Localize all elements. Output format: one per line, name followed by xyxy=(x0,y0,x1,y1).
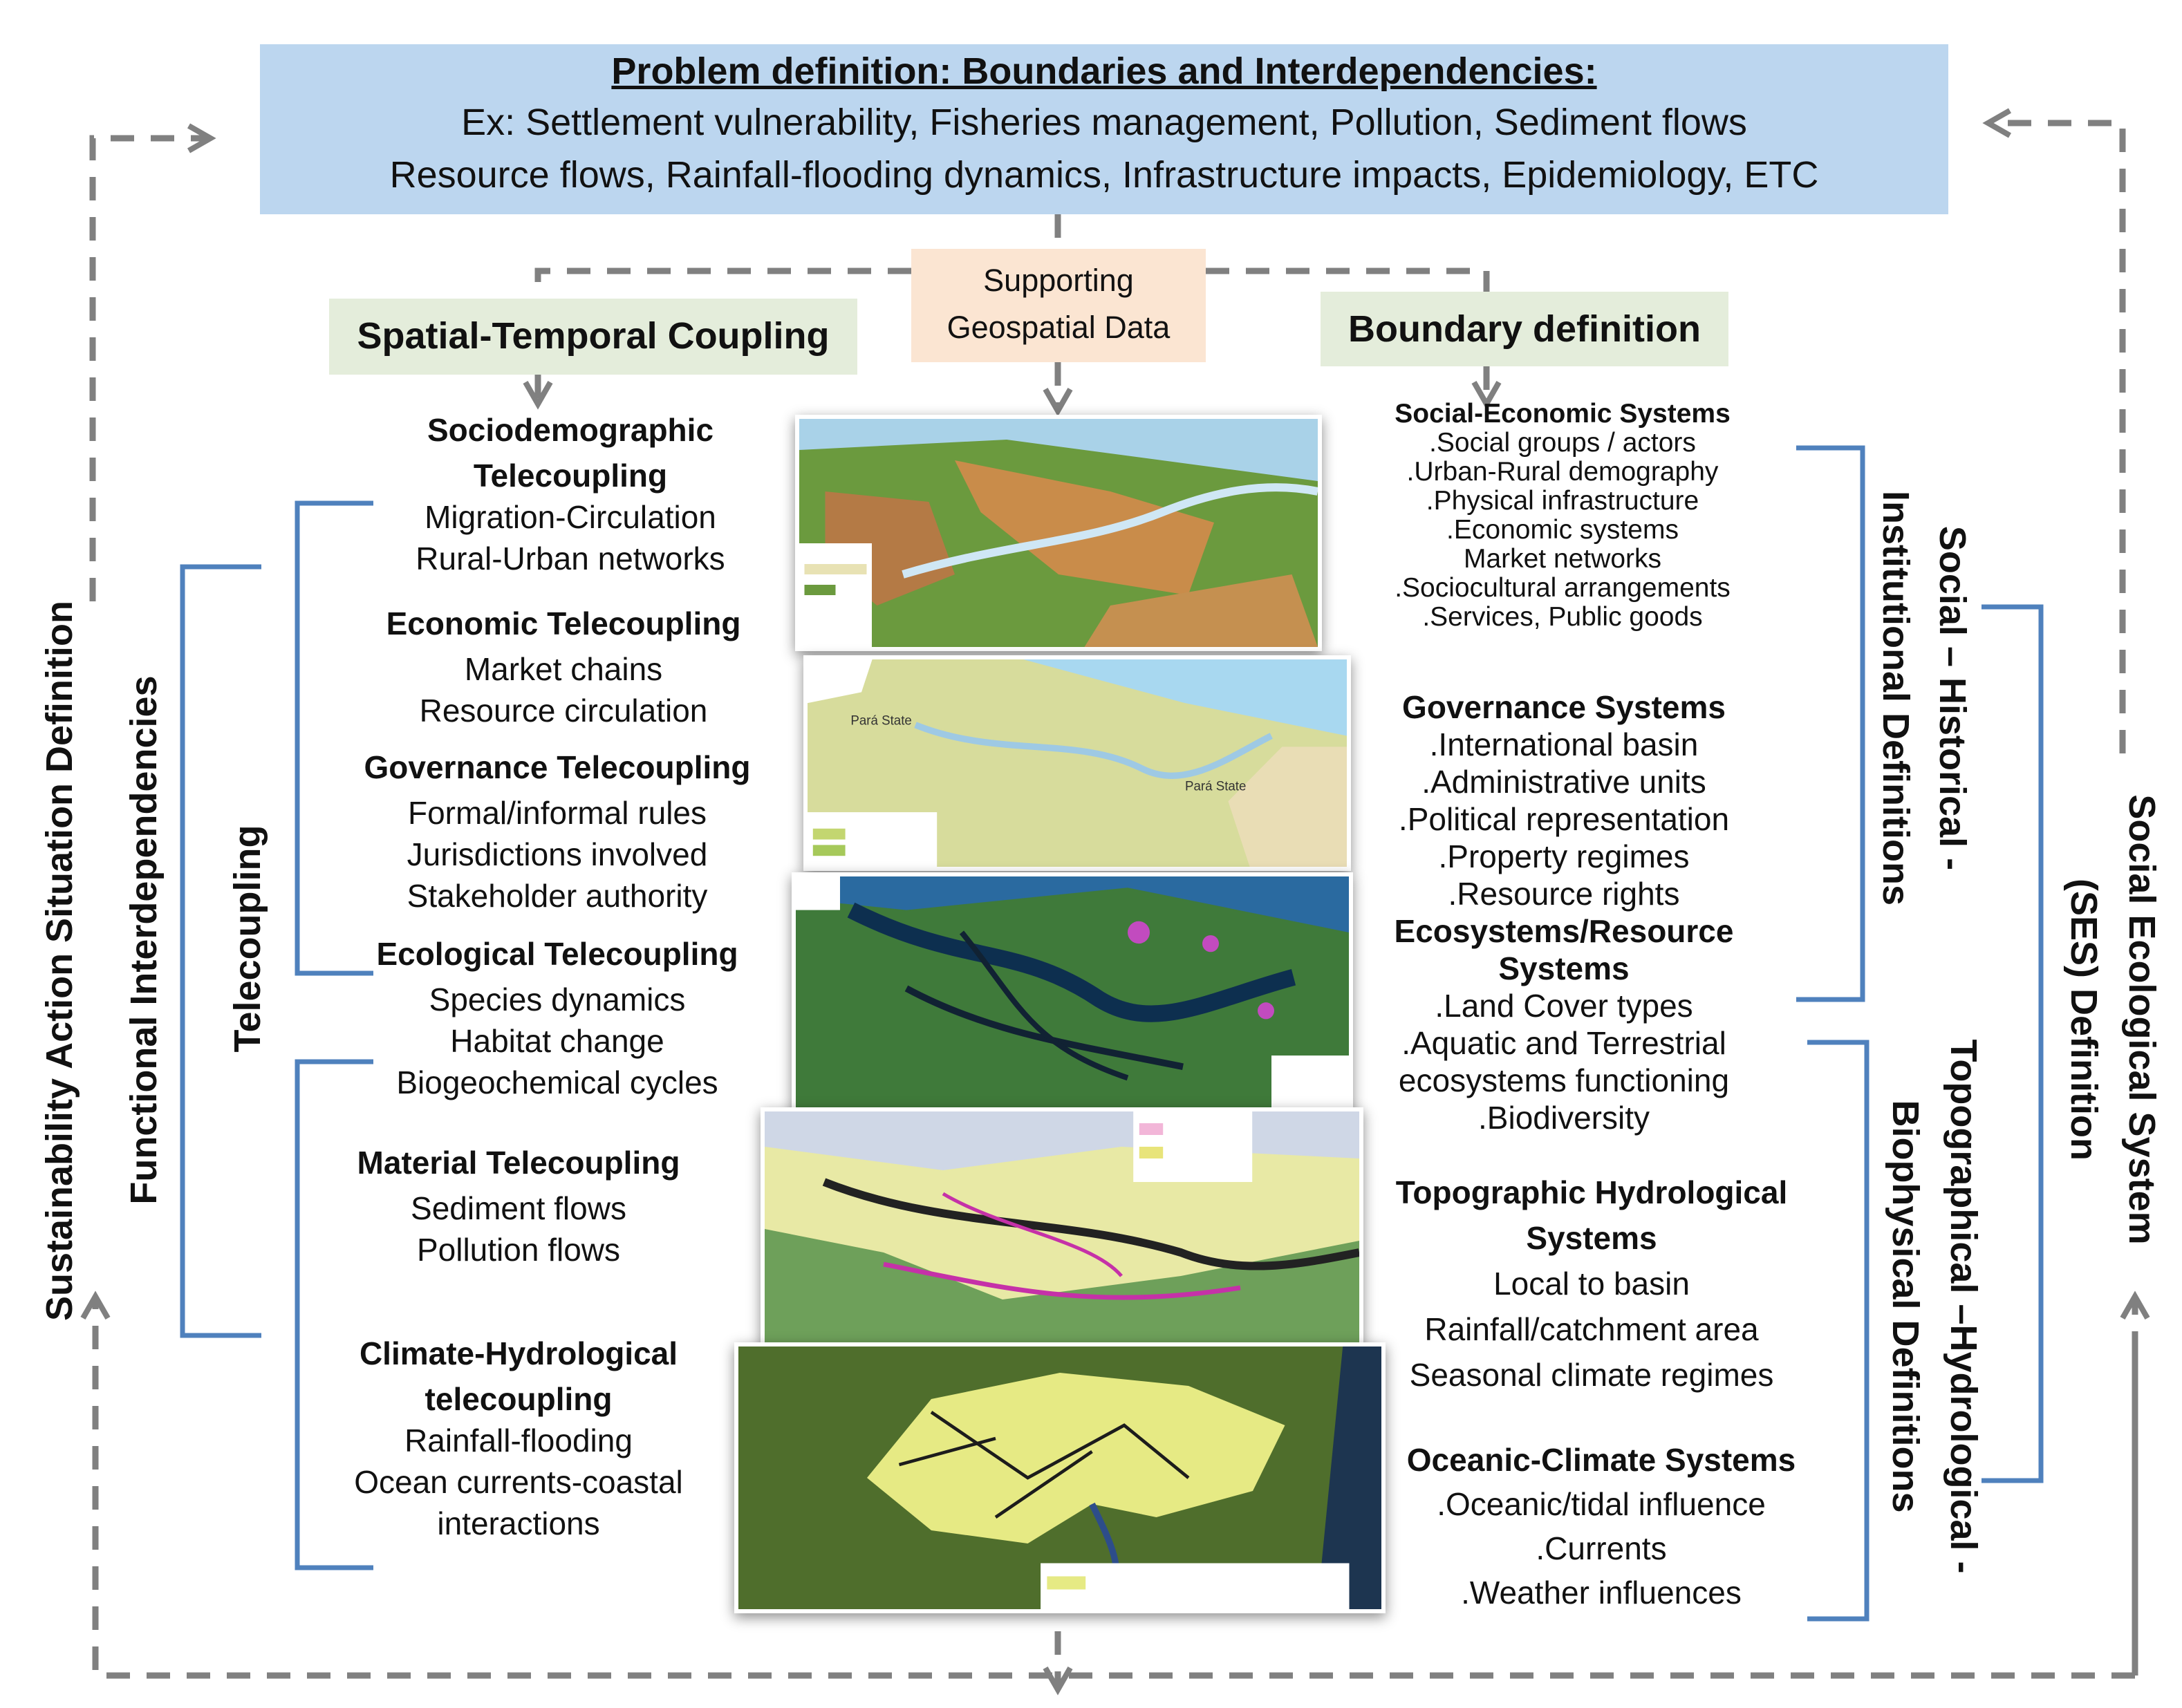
gov-line-1: .International basin xyxy=(1429,726,1699,762)
ses-line-5: Market networks xyxy=(1463,544,1662,574)
ses-line-3: .Physical infrastructure xyxy=(1426,486,1699,516)
split-left xyxy=(534,268,911,299)
gov-line-2: .Administrative units xyxy=(1421,764,1706,800)
sociodemographic-telecoupling: Sociodemographic Telecoupling Migration-… xyxy=(328,409,812,579)
climate-title-1: Climate-Hydrological xyxy=(359,1335,678,1371)
map-layer-ecosystems xyxy=(792,872,1353,1116)
sociodemographic-line-2: Rural-Urban networks xyxy=(416,541,725,576)
governance-telecoupling: Governance Telecoupling Formal/informal … xyxy=(315,747,799,917)
map-layer-topography xyxy=(761,1107,1363,1351)
eco-title-1: Ecosystems/Resource xyxy=(1394,913,1734,949)
ses-title: Social-Economic Systems xyxy=(1395,399,1731,429)
ecological-line-1: Species dynamics xyxy=(429,982,686,1017)
gov-line-5: .Resource rights xyxy=(1448,876,1680,912)
bracket-topo-biophysical xyxy=(1807,1040,1869,1622)
ses-definition-label-line-2: (SES) Definition xyxy=(2063,879,2105,1161)
climate-hydrological-telecoupling: Climate-Hydrological telecoupling Rainfa… xyxy=(277,1333,761,1544)
economic-telecoupling: Economic Telecoupling Market chains Reso… xyxy=(321,603,805,731)
economic-line-1: Market chains xyxy=(464,651,663,687)
split-right xyxy=(1206,268,1490,292)
ses-line-4: .Economic systems xyxy=(1446,515,1679,545)
ocean-title: Oceanic-Climate Systems xyxy=(1406,1442,1796,1478)
map-state-label-1: Pará State xyxy=(850,713,911,728)
eco-line-4: .Biodiversity xyxy=(1478,1100,1650,1136)
geospatial-line-1: Supporting xyxy=(983,263,1134,298)
material-telecoupling: Material Telecoupling Sediment flows Pol… xyxy=(277,1142,761,1270)
functional-interdependencies-label: Functional Interdependencies xyxy=(123,675,165,1205)
map-layer-demography xyxy=(795,415,1322,651)
gov-line-3: .Political representation xyxy=(1398,801,1730,837)
governance-systems: Governance Systems .International basin … xyxy=(1322,688,1806,912)
map-layer-climate xyxy=(734,1342,1386,1613)
supporting-geospatial-data-box xyxy=(911,249,1206,362)
material-line-1: Sediment flows xyxy=(411,1190,626,1226)
bracket-ecological-climate xyxy=(295,1059,373,1570)
ocean-line-2: .Currents xyxy=(1536,1530,1667,1566)
sustainability-action-situation-label: Sustainability Action Situation Definiti… xyxy=(39,600,80,1322)
social-historical-label-line-2: Institutional Definitions xyxy=(1875,491,1917,905)
eco-line-1: .Land Cover types xyxy=(1435,988,1693,1024)
bracket-ses xyxy=(1981,604,2044,1483)
bracket-social-institutional xyxy=(1796,445,1865,1002)
topographic-hydrological-systems: Topographic Hydrological Systems Local t… xyxy=(1350,1170,1834,1398)
problem-title: Problem definition: Boundaries and Inter… xyxy=(611,50,1597,92)
climate-line-3: interactions xyxy=(437,1505,600,1541)
ocean-line-1: .Oceanic/tidal influence xyxy=(1437,1486,1766,1522)
social-economic-systems: Social-Economic Systems .Social groups /… xyxy=(1321,400,1805,632)
sociodemographic-title-1: Sociodemographic xyxy=(427,412,714,448)
ses-line-7: .Services, Public goods xyxy=(1422,602,1703,632)
topographical-hydrological-label-line-1: Topographical –Hydrological - xyxy=(1943,1039,1984,1574)
outer-loop-right xyxy=(1982,108,2126,753)
eco-title-2: Systems xyxy=(1498,950,1630,986)
map-state-label-2: Pará State xyxy=(1185,778,1246,793)
climate-line-2: Ocean currents-coastal xyxy=(354,1464,683,1500)
economic-line-2: Resource circulation xyxy=(419,693,708,729)
governance-title: Governance Telecoupling xyxy=(364,749,751,785)
ecological-line-2: Habitat change xyxy=(450,1023,664,1059)
problem-line-1: Ex: Settlement vulnerability, Fisheries … xyxy=(461,102,1747,143)
sociodemographic-title-2: Telecoupling xyxy=(473,458,668,494)
economic-title: Economic Telecoupling xyxy=(386,606,741,641)
oceanic-climate-systems: Oceanic-Climate Systems .Oceanic/tidal i… xyxy=(1359,1438,1843,1615)
ecological-telecoupling: Ecological Telecoupling Species dynamics… xyxy=(315,933,799,1103)
ocean-line-3: .Weather influences xyxy=(1461,1575,1742,1611)
topo-line-2: Rainfall/catchment area xyxy=(1424,1311,1759,1347)
topographical-hydrological-label-line-2: Biophysical Definitions xyxy=(1885,1100,1926,1513)
problem-definition-box xyxy=(260,44,1948,214)
topo-title-1: Topographic Hydrological xyxy=(1395,1174,1788,1210)
outer-loop-left xyxy=(89,123,216,601)
material-title: Material Telecoupling xyxy=(357,1145,680,1181)
climate-line-1: Rainfall-flooding xyxy=(404,1423,633,1458)
ecological-line-3: Biogeochemical cycles xyxy=(396,1064,718,1100)
topo-line-3: Seasonal climate regimes xyxy=(1409,1357,1774,1393)
gov-line-4: .Property regimes xyxy=(1438,838,1690,874)
eco-line-2: .Aquatic and Terrestrial xyxy=(1401,1025,1726,1061)
topo-line-1: Local to basin xyxy=(1493,1266,1690,1302)
ecosystems-resource-systems: Ecosystems/Resource Systems .Land Cover … xyxy=(1322,912,1806,1136)
problem-line-2: Resource flows, Rainfall-flooding dynami… xyxy=(389,154,1819,196)
ses-definition-label-line-1: Social Ecological System xyxy=(2121,794,2163,1245)
sociodemographic-line-1: Migration-Circulation xyxy=(425,499,716,535)
map-layer-governance: Pará State Pará State xyxy=(803,655,1351,871)
topo-title-2: Systems xyxy=(1526,1220,1657,1256)
spatial-temporal-coupling-box: Spatial-Temporal Coupling xyxy=(329,299,857,375)
geospatial-line-2: Geospatial Data xyxy=(947,310,1171,345)
ecological-title: Ecological Telecoupling xyxy=(376,936,738,972)
social-historical-label-line-1: Social – Historical - xyxy=(1932,525,1973,871)
ses-line-2: .Urban-Rural demography xyxy=(1406,457,1719,487)
bracket-sociodemo-governance xyxy=(295,500,373,976)
ses-line-6: .Sociocultural arrangements xyxy=(1395,573,1731,603)
governance-line-1: Formal/informal rules xyxy=(408,795,707,831)
material-line-2: Pollution flows xyxy=(416,1232,621,1268)
eco-line-3: ecosystems functioning xyxy=(1398,1062,1730,1098)
bracket-functional xyxy=(180,564,261,1338)
boundary-definition-box: Boundary definition xyxy=(1321,292,1728,366)
governance-line-3: Stakeholder authority xyxy=(407,878,708,914)
telecoupling-label: Telecoupling xyxy=(227,825,268,1053)
climate-title-2: telecoupling xyxy=(425,1381,613,1417)
ses-line-1: .Social groups / actors xyxy=(1429,428,1696,458)
governance-line-2: Jurisdictions involved xyxy=(407,836,708,872)
gov-title: Governance Systems xyxy=(1402,689,1726,725)
